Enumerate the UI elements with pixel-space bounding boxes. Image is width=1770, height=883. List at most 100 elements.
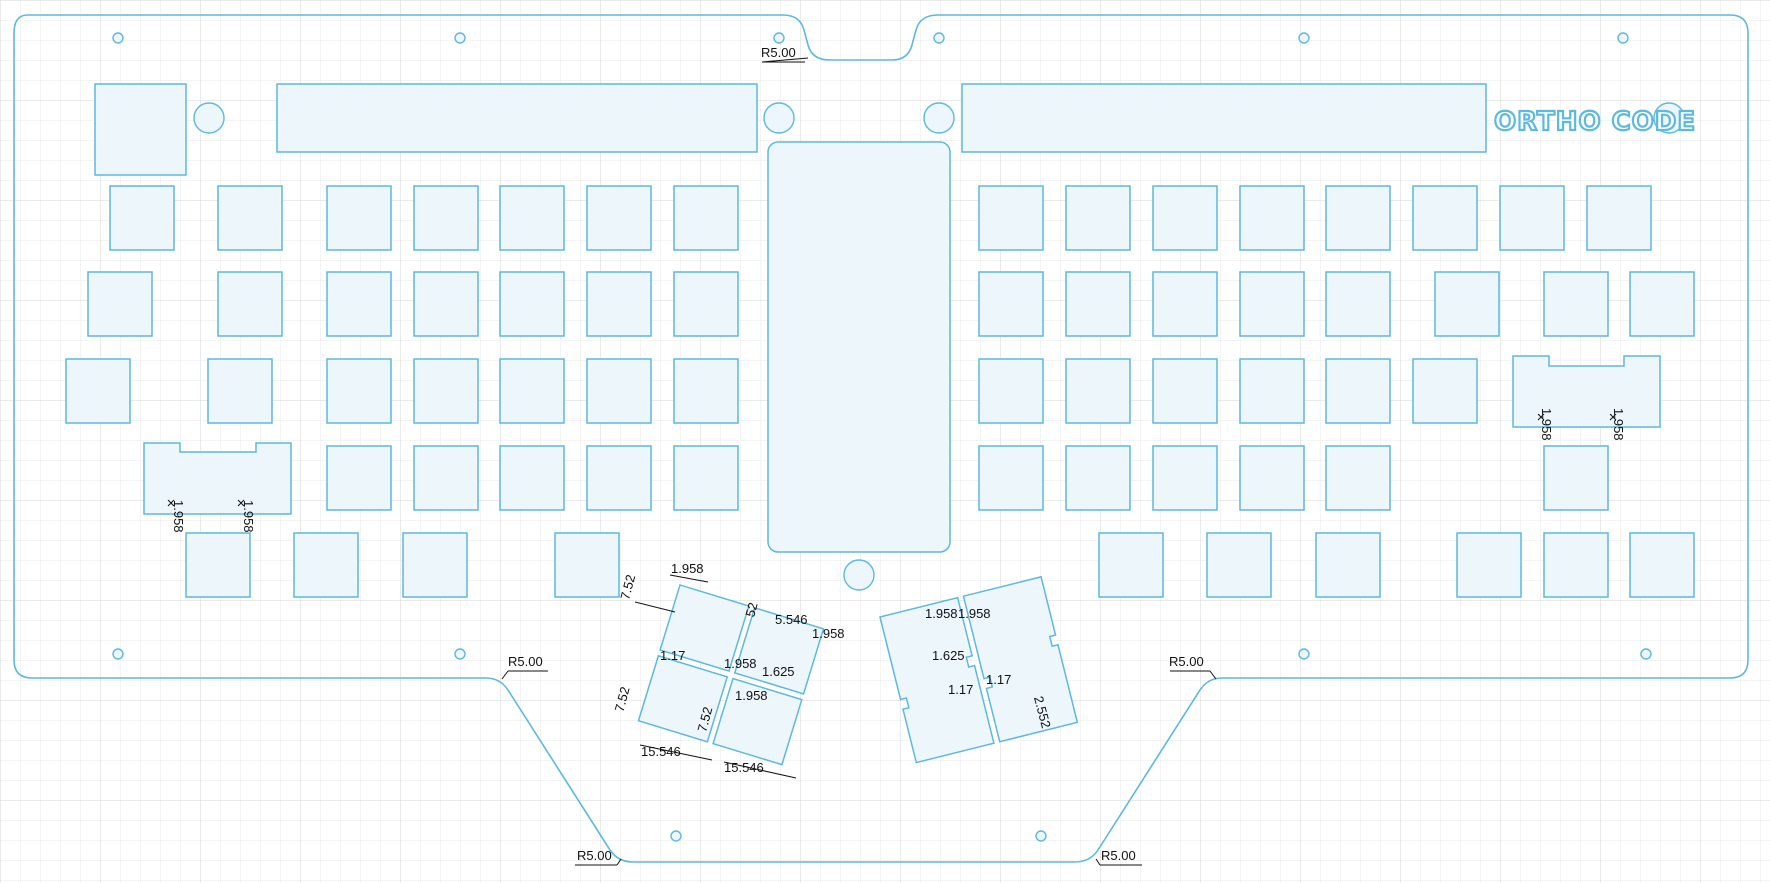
switch-cutout (1152, 185, 1218, 251)
cutout-top-left-square (94, 83, 187, 176)
switch-cutout (978, 445, 1044, 511)
switch-cutout (293, 532, 359, 598)
svg-text:1.17: 1.17 (948, 682, 973, 697)
thumb-cluster-left (637, 584, 825, 766)
svg-text:R5.00: R5.00 (1169, 654, 1204, 669)
switch-cutout (1629, 532, 1695, 598)
switch-cutout (673, 185, 739, 251)
switch-cutout (402, 532, 468, 598)
cutout-center-screen (767, 141, 951, 553)
switch-cutout (413, 358, 479, 424)
svg-text:1.17: 1.17 (660, 648, 685, 663)
stabilizer-hole (193, 102, 225, 134)
switch-cutout (1543, 532, 1609, 598)
svg-text:1.625: 1.625 (762, 664, 795, 679)
switch-cutout (1065, 185, 1131, 251)
radius-annotation-top: R5.00 (761, 45, 809, 63)
switch-cutouts (65, 185, 1695, 598)
switch-cutout (1239, 271, 1305, 337)
switch-cutout (554, 532, 620, 598)
switch-cutout (1152, 445, 1218, 511)
radius-annotation-left: R5.00 (501, 654, 548, 680)
thumb-cluster-right (879, 575, 1079, 764)
switch-cutout (1325, 358, 1391, 424)
switch-cutout (1065, 445, 1131, 511)
switch-cutout (1586, 185, 1652, 251)
mounting-hole (112, 648, 124, 660)
stabilizer-hole (923, 102, 955, 134)
switch-cutout (1325, 185, 1391, 251)
switch-cutout (326, 185, 392, 251)
svg-text:1.958: 1.958 (1611, 408, 1626, 441)
switch-cutout (1543, 445, 1609, 511)
svg-text:15.546: 15.546 (641, 744, 681, 759)
svg-text:1.625: 1.625 (932, 648, 965, 663)
switch-cutout (1412, 185, 1478, 251)
switch-cutout (1065, 358, 1131, 424)
svg-text:1.958: 1.958 (241, 500, 256, 533)
switch-cutout (978, 185, 1044, 251)
svg-text:7.52: 7.52 (617, 573, 638, 601)
mounting-hole (933, 32, 945, 44)
radius-annotation-bottom-left: R5.00 (575, 848, 622, 866)
stabilizer-hole (763, 102, 795, 134)
switch-cutout (413, 271, 479, 337)
switch-cutout (326, 271, 392, 337)
switch-cutout (586, 185, 652, 251)
svg-text:1.958: 1.958 (735, 688, 768, 703)
switch-cutout (586, 358, 652, 424)
stabilizer-cutout-left (143, 442, 292, 515)
cutout-top-right-bar (961, 83, 1487, 153)
switch-cutout (978, 358, 1044, 424)
mounting-hole (112, 32, 124, 44)
switch-cutout (326, 358, 392, 424)
switch-cutout (978, 271, 1044, 337)
mounting-hole (1035, 830, 1047, 842)
switch-cutout (217, 271, 283, 337)
svg-text:R5.00: R5.00 (761, 45, 796, 60)
svg-text:52: 52 (742, 601, 760, 619)
switch-cutout (1239, 185, 1305, 251)
svg-text:R5.00: R5.00 (1101, 848, 1136, 863)
switch-cutout (1325, 271, 1391, 337)
mounting-hole (670, 830, 682, 842)
svg-text:1.958: 1.958 (724, 656, 757, 671)
switch-cutout (65, 358, 131, 424)
switch-cutout (1098, 532, 1164, 598)
switch-cutout (499, 271, 565, 337)
switch-cutout (1152, 358, 1218, 424)
svg-text:R5.00: R5.00 (577, 848, 612, 863)
svg-text:1.958: 1.958 (958, 606, 991, 621)
switch-cutout (1543, 271, 1609, 337)
switch-cutout (1152, 271, 1218, 337)
switch-cutout (109, 185, 175, 251)
svg-text:1.958: 1.958 (171, 500, 186, 533)
switch-cutout (87, 271, 153, 337)
mounting-hole (773, 32, 785, 44)
switch-cutout (673, 358, 739, 424)
switch-cutout (1206, 532, 1272, 598)
switch-cutout (1325, 445, 1391, 511)
mounting-holes (112, 32, 1652, 842)
svg-text:1.958: 1.958 (671, 561, 704, 576)
mounting-hole (1298, 32, 1310, 44)
switch-cutout (499, 445, 565, 511)
logo-text: ORTHO CODE (1494, 107, 1696, 137)
switch-cutout (1315, 532, 1381, 598)
svg-text:1.958: 1.958 (812, 626, 845, 641)
switch-cutout (673, 271, 739, 337)
mounting-hole (454, 32, 466, 44)
svg-text:1.958: 1.958 (925, 606, 958, 621)
mounting-hole (454, 648, 466, 660)
mounting-hole (1298, 648, 1310, 660)
svg-text:7.52: 7.52 (612, 685, 633, 713)
switch-cutout (1434, 271, 1500, 337)
mounting-hole (1617, 32, 1629, 44)
stabilizer-cutout-right (1512, 355, 1661, 428)
svg-text:7.52: 7.52 (694, 705, 715, 733)
svg-text:15.546: 15.546 (724, 760, 764, 775)
switch-cutout (586, 445, 652, 511)
switch-cutout (1456, 532, 1522, 598)
switch-cutout (207, 358, 273, 424)
